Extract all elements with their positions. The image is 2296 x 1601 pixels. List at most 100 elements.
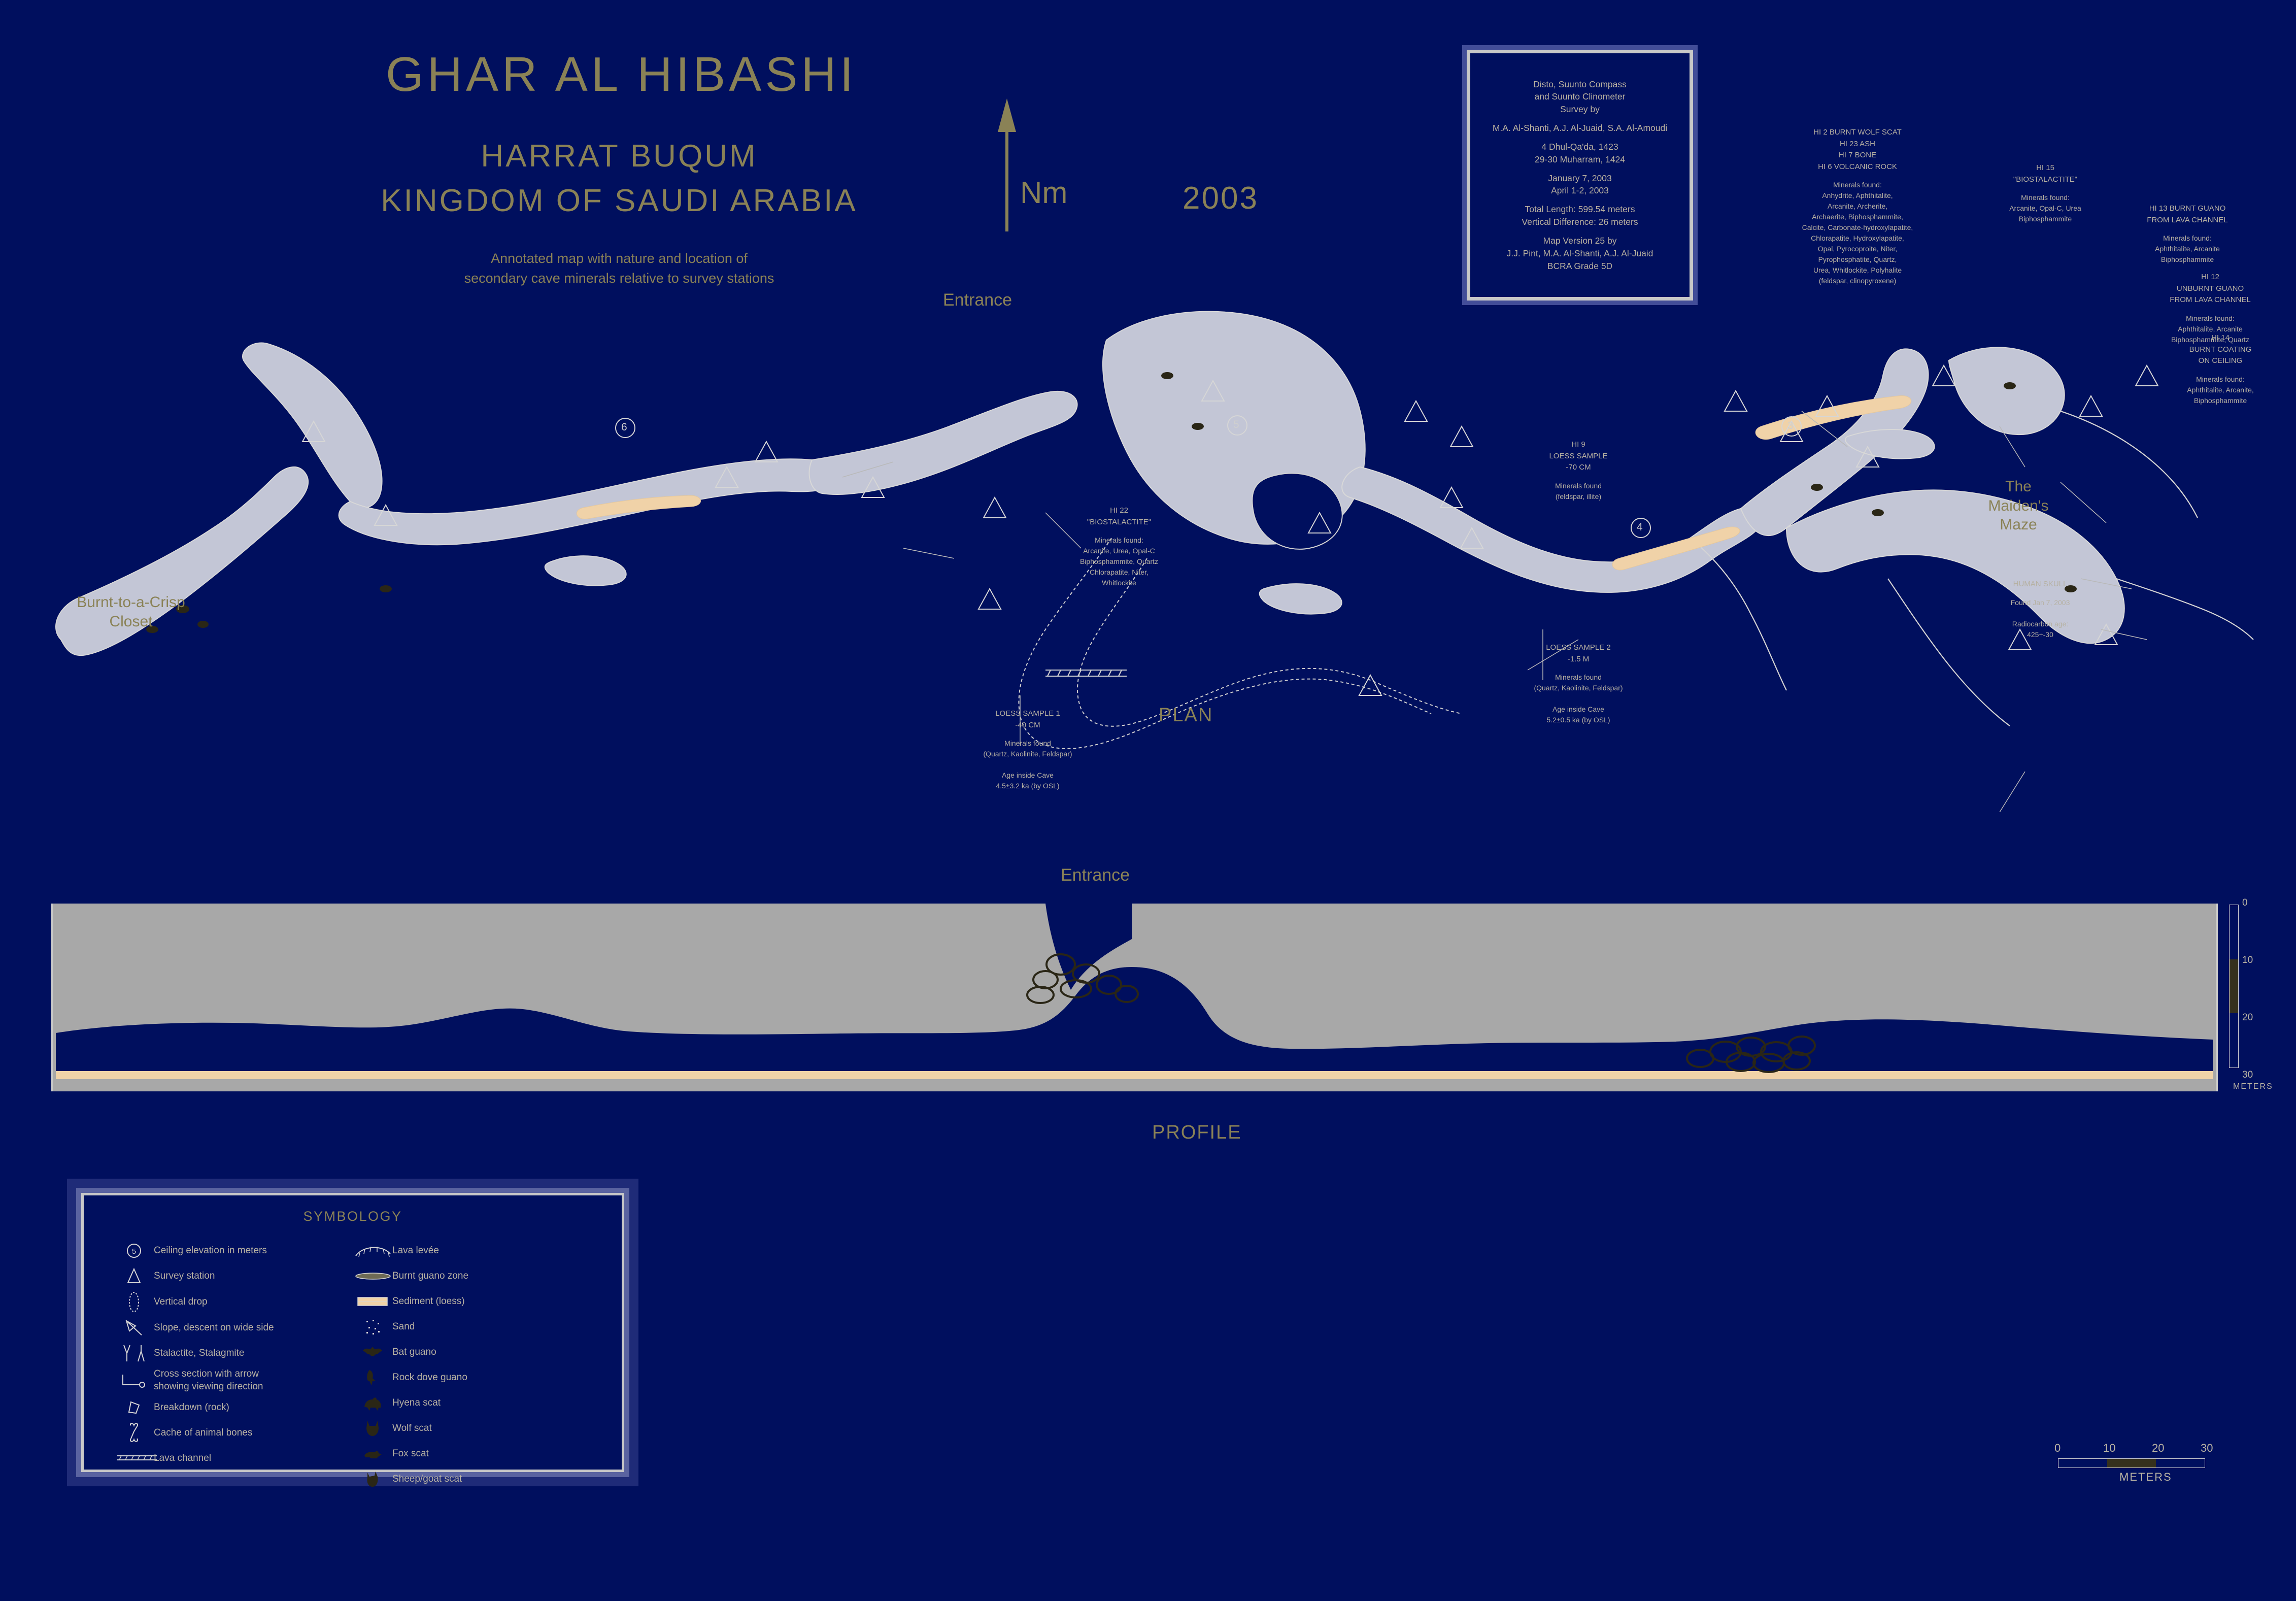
plan-section-label: PLAN: [1159, 705, 1213, 726]
legend-label: Rock dove guano: [392, 1372, 467, 1383]
survey-station-icon: [114, 1266, 154, 1286]
survey-info-line: Vertical Difference: 26 meters: [1522, 217, 1638, 227]
place-label-burnt-to-a-crisp-closet: Burnt-to-a-Crisp Closet: [55, 593, 207, 631]
legend-label: Sediment (loess): [392, 1296, 465, 1307]
hyena-scat-icon: [353, 1394, 392, 1412]
annotation-title: LOESS SAMPLE 1 -40 CM: [995, 709, 1060, 729]
annotation-title: HI 15 "BIOSTALACTITE": [2013, 163, 2078, 184]
legend-row: Sheep/goat scat: [353, 1468, 591, 1490]
annotation-hi-9-loess-sample: HI 9 LOESS SAMPLE -70 CM Minerals found (…: [1515, 439, 1642, 502]
annotation-body: Minerals found (Quartz, Kaolinite, Felds…: [983, 739, 1072, 790]
legend-label: Sheep/goat scat: [392, 1474, 462, 1485]
vertical-scale-unit: METERS: [2233, 1082, 2273, 1091]
legend-row: Vertical drop: [114, 1290, 353, 1314]
cross-section-icon: [114, 1372, 154, 1389]
legend-row: Bat guano: [353, 1341, 591, 1363]
fox-scat-icon: [353, 1447, 392, 1460]
scale-tick: 20: [2152, 1442, 2165, 1454]
sheep-goat-scat-icon: [353, 1470, 392, 1489]
survey-info-line: Survey by: [1560, 104, 1600, 115]
horizontal-scale-bar: [2058, 1458, 2205, 1468]
legend-row: Cross section with arrow showing viewing…: [114, 1367, 353, 1393]
legend-row: Wolf scat: [353, 1417, 591, 1440]
plan-passages: [55, 311, 2254, 749]
annotation-body: Minerals found (feldspar, illite): [1555, 481, 1602, 501]
map-subtitle: Annotated map with nature and location o…: [355, 249, 883, 288]
annotation-title: HUMAN SKULL: [2013, 580, 2068, 588]
survey-info-line: J.J. Pint, M.A. Al-Shanti, A.J. Al-Juaid: [1506, 248, 1653, 258]
annotation-hi-2-burnt-wolf-scat: HI 2 BURNT WOLF SCAT HI 23 ASH HI 7 BONE…: [1774, 127, 1941, 286]
north-arrow-label: Nm: [1020, 176, 1068, 210]
annotation-title: HI 9 LOESS SAMPLE -70 CM: [1549, 440, 1608, 472]
survey-info-line: 4 Dhul-Qa'da, 1423: [1541, 141, 1618, 152]
legend-label: Slope, descent on wide side: [154, 1322, 274, 1333]
legend-label: Sand: [392, 1321, 415, 1332]
map-title-harrat: HARRAT BUQUM: [481, 139, 758, 174]
map-title-country: KINGDOM OF SAUDI ARABIA: [355, 183, 883, 219]
page-title: GHAR AL HIBASHI: [386, 47, 857, 103]
survey-info-line: BCRA Grade 5D: [1547, 260, 1613, 271]
legend-label: Hyena scat: [392, 1397, 441, 1409]
sediment-loess-icon: [353, 1295, 392, 1308]
profile-view-drawing: [51, 904, 2218, 1091]
survey-info-line: January 7, 2003: [1548, 173, 1612, 183]
legend-row: Fox scat: [353, 1443, 591, 1465]
burnt-guano-zone-icon: [353, 1270, 392, 1282]
sand-icon: [353, 1317, 392, 1337]
annotation-loess-sample-2: LOESS SAMPLE 2 -1.5 M Minerals found (Qua…: [1505, 642, 1652, 725]
legend-label: Stalactite, Stalagmite: [154, 1348, 245, 1359]
ceiling-elevation-icon: 5: [114, 1241, 154, 1261]
annotation-hi-14-burnt-coating: HI 14 BURNT COATING ON CEILING Minerals f…: [2154, 332, 2286, 406]
survey-info-line: M.A. Al-Shanti, A.J. Al-Juaid, S.A. Al-A…: [1492, 123, 1668, 134]
legend-row: Survey station: [114, 1265, 353, 1287]
map-title-country-label: KINGDOM OF SAUDI ARABIA: [381, 183, 858, 218]
entrance-label-plan: Entrance: [943, 290, 1012, 310]
ceiling-elevation-markers: [615, 415, 1802, 538]
scale-tick: 10: [2103, 1442, 2116, 1454]
survey-info-line: 29-30 Muharram, 1424: [1534, 154, 1625, 164]
map-title-main: GHAR AL HIBASHI: [386, 47, 857, 102]
svg-text:5: 5: [132, 1247, 136, 1256]
legend-row: Cache of animal bones: [114, 1421, 353, 1444]
horizontal-scale-unit: METERS: [2119, 1471, 2172, 1483]
annotation-body: Minerals found: Aphthitalite, Arcanite B…: [2171, 314, 2250, 344]
legend-row: Slope, descent on wide side: [114, 1317, 353, 1339]
legend-row: Sand: [353, 1316, 591, 1338]
survey-info-line: Total Length: 599.54 meters: [1525, 204, 1635, 215]
lava-levee-icon: [353, 1243, 392, 1259]
annotation-title: LOESS SAMPLE 2 -1.5 M: [1546, 643, 1611, 663]
annotation-title: HI 14 BURNT COATING ON CEILING: [2189, 333, 2252, 365]
place-label-text: Burnt-to-a-Crisp Closet: [77, 594, 185, 630]
profile-section-label: PROFILE: [1152, 1122, 1242, 1143]
vertical-scale-bar: [2229, 905, 2239, 1068]
map-title-region: HARRAT BUQUM: [386, 138, 853, 174]
annotation-body: Minerals found: Arcanite, Opal-C, Urea B…: [2009, 193, 2081, 223]
wolf-scat-icon: [353, 1419, 392, 1438]
rock-dove-guano-icon: [353, 1368, 392, 1387]
scale-tick: 20: [2242, 1012, 2253, 1023]
plan-symbol-scatter: [146, 372, 2077, 633]
annotation-title: HI 22 "BIOSTALACTITE": [1087, 506, 1152, 526]
scale-tick: 30: [2242, 1070, 2253, 1080]
annotation-body: Minerals found: Aphthitalite, Arcanite B…: [2155, 234, 2220, 263]
annotation-body: Minerals found: Aphthitalite, Arcanite, …: [2187, 375, 2254, 405]
legend-row: Sediment (loess): [353, 1290, 591, 1313]
legend-label: Burnt guano zone: [392, 1271, 469, 1282]
vertical-drop-icon: [114, 1290, 154, 1314]
legend-row: Burnt guano zone: [353, 1265, 591, 1287]
legend-label: Cache of animal bones: [154, 1427, 253, 1438]
survey-info-line: Disto, Suunto Compass: [1533, 79, 1627, 89]
annotation-body: Minerals found (Quartz, Kaolinite, Felds…: [1534, 673, 1623, 724]
legend-label: Breakdown (rock): [154, 1402, 229, 1413]
plan-view-drawing: [55, 311, 2254, 812]
legend-title: SYMBOLOGY: [303, 1209, 402, 1224]
legend-row: Breakdown (rock): [114, 1396, 353, 1418]
annotation-title: HI 2 BURNT WOLF SCAT HI 23 ASH HI 7 BONE…: [1813, 128, 1902, 171]
stalactite-stalagmite-icon: [114, 1342, 154, 1364]
